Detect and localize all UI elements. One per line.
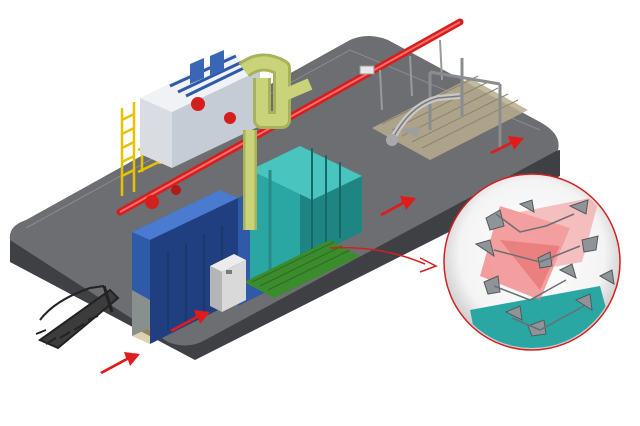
manipulator-arm <box>386 93 461 146</box>
flow-arrow-icon <box>170 310 210 332</box>
blast-chamber <box>250 146 362 286</box>
callout-curve <box>329 246 426 265</box>
flow-arrow-icon <box>380 196 416 216</box>
drive-units <box>145 65 375 209</box>
flow-arrow-icon <box>100 352 140 374</box>
magnifier-bubble <box>443 173 621 351</box>
control-cabinet <box>210 254 246 312</box>
green-floor <box>244 240 360 298</box>
part-hanger <box>35 285 120 350</box>
flow-arrow-icon <box>490 136 524 154</box>
dust-collector <box>140 50 260 168</box>
duct-pipe <box>238 53 313 230</box>
flow-arrows <box>100 136 524 374</box>
